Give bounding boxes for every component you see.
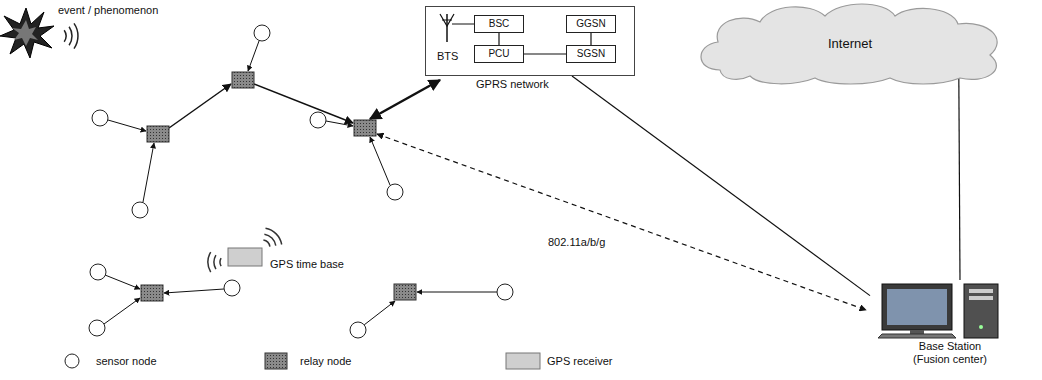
- sensor-link: [364, 301, 395, 325]
- component-box: GGSN: [566, 15, 616, 33]
- relay-node: [354, 120, 376, 136]
- connector-line: [498, 33, 499, 45]
- sensor-link: [164, 289, 224, 293]
- signal-arc: [263, 240, 270, 247]
- node-text: SGSN: [577, 48, 605, 60]
- monitor-screen: [887, 289, 947, 325]
- gps-label-slot: GPS time base: [270, 254, 344, 272]
- legend-sample: [505, 352, 541, 370]
- legend-text: sensor node: [96, 355, 157, 368]
- antenna-link: [452, 24, 474, 25]
- legend-relay-symbol: [265, 353, 287, 369]
- event-starburst: [0, 8, 54, 58]
- wave-arc: [74, 23, 78, 48]
- connector-line: [959, 73, 960, 280]
- node-text: BSC: [489, 18, 510, 30]
- legend-gps-symbol: [506, 353, 540, 369]
- link-label: 802.11a/b/g: [548, 236, 605, 248]
- antenna-mast: [446, 14, 448, 42]
- legend-sample: [54, 352, 90, 370]
- antenna-head: [440, 14, 454, 26]
- relay-node: [147, 126, 169, 142]
- network-frame: GPRS networkBSCGGSNPCUSGSN: [425, 6, 635, 76]
- wave-arc: [64, 30, 66, 41]
- node-text: GGSN: [576, 18, 605, 30]
- keyboard: [878, 334, 956, 338]
- gprs-uplink: [370, 80, 440, 119]
- tower: [964, 284, 998, 338]
- base-station: Base Station (Fusion center): [870, 280, 1020, 372]
- sensor-link: [417, 292, 497, 293]
- connector-line: [524, 53, 566, 54]
- monitor: [882, 284, 952, 330]
- sensor-link: [248, 41, 259, 71]
- node-text: Base Station (Fusion center): [904, 340, 996, 366]
- sensor-node: [497, 284, 513, 300]
- starburst-core: [12, 20, 38, 46]
- relay-link: [169, 84, 231, 128]
- legend-sample: [258, 352, 294, 370]
- signal-arc: [208, 252, 211, 272]
- sensor-node: [90, 264, 106, 280]
- bts-label-slot: BTS: [437, 46, 458, 64]
- sensor-link: [104, 298, 140, 324]
- sensor-node: [89, 320, 105, 336]
- sensor-node: [350, 322, 366, 338]
- gps-receiver: [228, 248, 262, 266]
- legend-text: GPS receiver: [547, 355, 612, 368]
- sensor-node: [310, 112, 326, 128]
- legend-item: sensor node: [54, 352, 157, 370]
- sensor-link: [108, 120, 146, 131]
- sensor-link: [143, 143, 154, 202]
- connector-line: [590, 33, 591, 45]
- event-label-slot: event / phenomenon: [58, 0, 158, 18]
- wave-arc: [69, 27, 72, 45]
- cloud-shape: [701, 4, 997, 84]
- signal-arc: [214, 255, 216, 269]
- sensor-node: [254, 25, 270, 41]
- component-box: PCU: [474, 45, 524, 63]
- component-box: SGSN: [566, 45, 616, 63]
- legend-sensor-symbol: [65, 354, 79, 368]
- internet-cloud: Internet: [690, 0, 1010, 86]
- connector-line: [572, 76, 870, 296]
- link-label-slot: 802.11a/b/g: [548, 232, 605, 250]
- signal-arc: [220, 258, 221, 266]
- relay-node: [232, 72, 254, 88]
- event-label: event / phenomenon: [58, 4, 158, 16]
- legend-item: relay node: [258, 352, 351, 370]
- node-text: Internet: [828, 36, 872, 51]
- gps-label: GPS time base: [270, 258, 344, 270]
- wifi-link: [377, 134, 866, 310]
- legend-text: relay node: [300, 355, 351, 368]
- relay-node: [394, 284, 416, 300]
- sensor-link: [105, 275, 140, 289]
- relay-link: [254, 84, 353, 123]
- signal-arc: [264, 234, 275, 245]
- component-box: BSC: [474, 15, 524, 33]
- computer-icon: [878, 284, 998, 338]
- sensor-node: [132, 202, 148, 218]
- node-text: PCU: [488, 48, 509, 60]
- sensor-link: [370, 137, 390, 185]
- drive-slot: [969, 289, 993, 293]
- bts-label: BTS: [437, 50, 458, 62]
- power-led: [979, 325, 983, 329]
- group-heading: GPRS network: [476, 78, 549, 91]
- drive-slot: [969, 296, 993, 300]
- sensor-node: [387, 184, 403, 200]
- monitor-stand: [910, 330, 924, 334]
- relay-node: [141, 285, 163, 301]
- legend-item: GPS receiver: [505, 352, 612, 370]
- antenna-bar: [442, 20, 452, 21]
- sensor-node: [224, 280, 240, 296]
- sensor-node: [92, 110, 108, 126]
- signal-arc: [266, 228, 282, 244]
